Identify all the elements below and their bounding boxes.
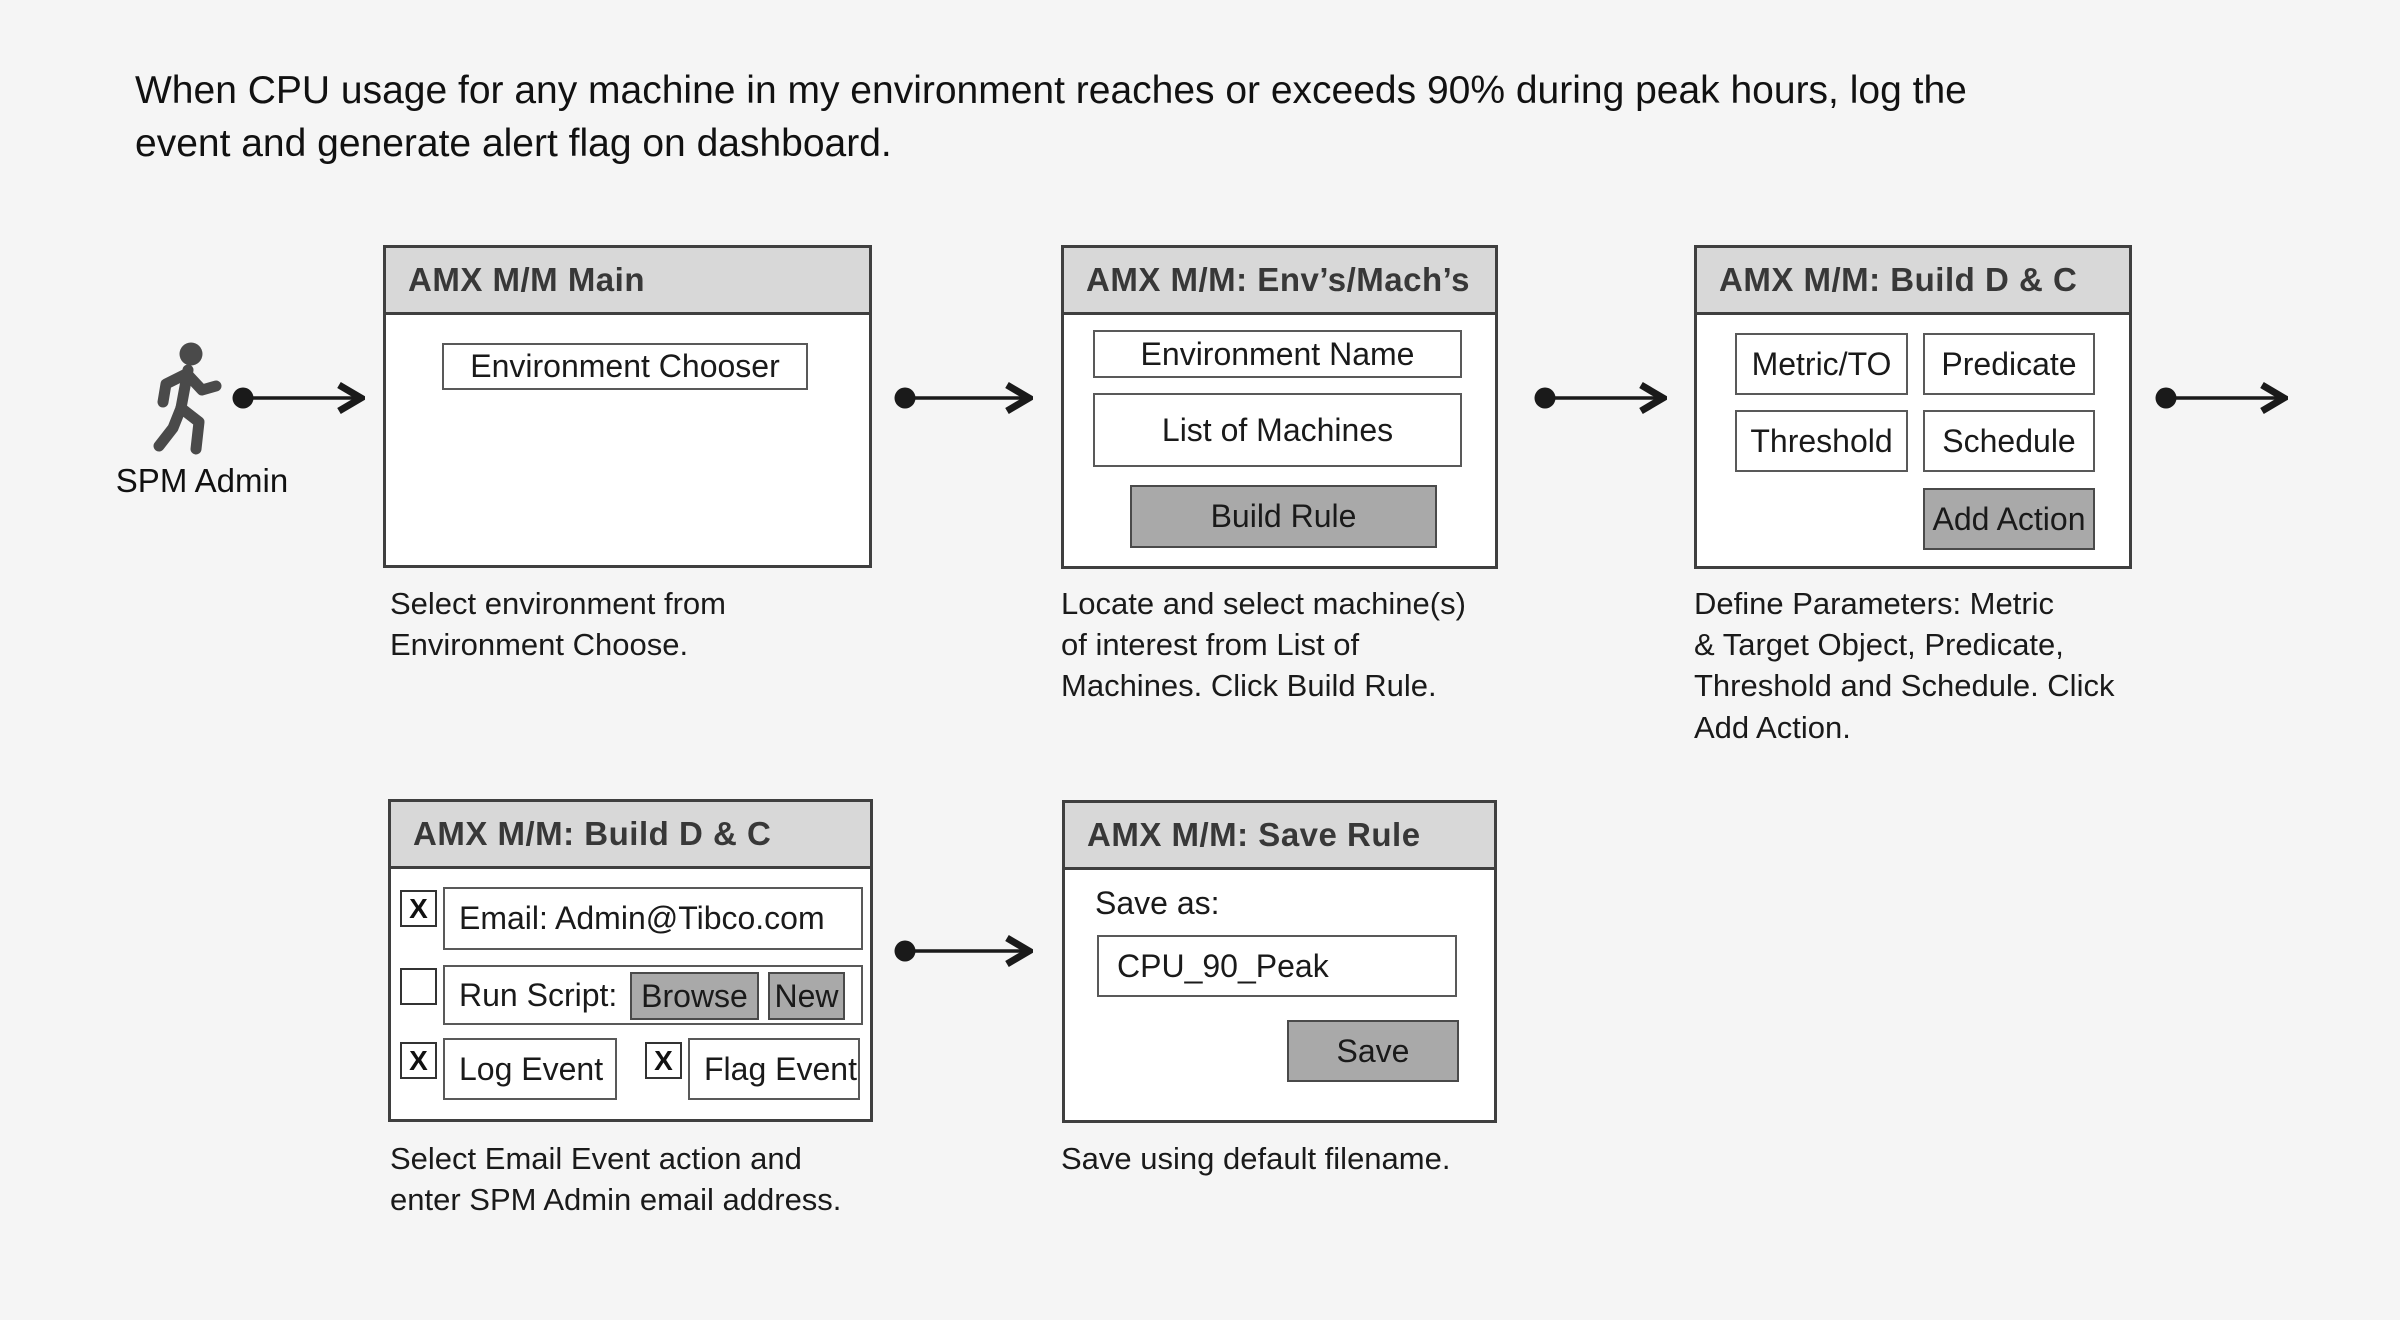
flow-arrow-actor-to-main [232, 381, 365, 415]
flow-arrow-main-to-envs [894, 381, 1033, 415]
window-build-dc-actions: AMX M/M: Build D & C X Email: Admin@Tibc… [388, 799, 873, 1122]
window-title-bar: AMX M/M: Save Rule [1065, 803, 1494, 870]
flow-arrow-envs-to-build [1534, 381, 1667, 415]
threshold-field[interactable]: Threshold [1735, 410, 1908, 472]
flag-event-checkbox[interactable]: X [645, 1042, 682, 1079]
caption-build-dc-actions: Select Email Event action and enter SPM … [390, 1141, 842, 1218]
window-build-dc-params: AMX M/M: Build D & C Metric/TO Predicate… [1694, 245, 2132, 569]
save-as-label: Save as: [1095, 885, 1220, 921]
email-address-field[interactable]: Email: Admin@Tibco.com [443, 887, 863, 950]
caption-build-dc-params: Define Parameters: Metric & Target Objec… [1694, 586, 2115, 745]
window-title-bar: AMX M/M Main [386, 248, 869, 315]
window-title: AMX M/M Main [408, 261, 645, 298]
caption-main: Select environment from Environment Choo… [390, 586, 726, 663]
window-title-bar: AMX M/M: Build D & C [1697, 248, 2129, 315]
add-action-button[interactable]: Add Action [1923, 488, 2095, 550]
predicate-field[interactable]: Predicate [1923, 333, 2095, 395]
run-script-label: Run Script: [459, 976, 618, 1013]
window-title: AMX M/M: Env’s/Mach’s [1086, 261, 1470, 298]
window-title: AMX M/M: Build D & C [413, 815, 772, 852]
log-event-checkbox[interactable]: X [400, 1042, 437, 1079]
environment-name-field[interactable]: Environment Name [1093, 330, 1462, 378]
actor-label: SPM Admin [115, 462, 289, 499]
flow-arrow-actions-to-save [894, 934, 1033, 968]
caption-save-rule: Save using default filename. [1061, 1141, 1451, 1176]
filename-input[interactable] [1097, 935, 1457, 997]
environment-chooser-item[interactable]: Environment Chooser [442, 343, 808, 390]
window-envs-machs: AMX M/M: Env’s/Mach’s Environment Name L… [1061, 245, 1498, 569]
metric-to-field[interactable]: Metric/TO [1735, 333, 1908, 395]
build-rule-button[interactable]: Build Rule [1130, 485, 1437, 548]
window-title-bar: AMX M/M: Build D & C [391, 802, 870, 869]
window-title: AMX M/M: Build D & C [1719, 261, 2078, 298]
user-story-text: When CPU usage for any machine in my env… [135, 69, 1967, 166]
schedule-field[interactable]: Schedule [1923, 410, 2095, 472]
run-script-checkbox[interactable] [400, 968, 437, 1005]
save-button[interactable]: Save [1287, 1020, 1459, 1082]
flow-arrow-build-continue [2155, 381, 2288, 415]
window-title-bar: AMX M/M: Env’s/Mach’s [1064, 248, 1495, 315]
window-amx-main: AMX M/M Main Environment Chooser [383, 245, 872, 568]
new-button[interactable]: New [768, 972, 845, 1020]
window-title: AMX M/M: Save Rule [1087, 816, 1421, 853]
email-checkbox[interactable]: X [400, 890, 437, 927]
window-save-rule: AMX M/M: Save Rule Save as: Save [1062, 800, 1497, 1123]
log-event-item[interactable]: Log Event [443, 1038, 617, 1100]
flag-event-item[interactable]: Flag Event [688, 1038, 860, 1100]
walking-person-icon [153, 342, 222, 455]
list-of-machines-list[interactable]: List of Machines [1093, 393, 1462, 467]
run-script-row: Run Script: Browse New [443, 965, 863, 1025]
caption-envs-machs: Locate and select machine(s) of interest… [1061, 586, 1466, 704]
browse-button[interactable]: Browse [630, 972, 759, 1020]
